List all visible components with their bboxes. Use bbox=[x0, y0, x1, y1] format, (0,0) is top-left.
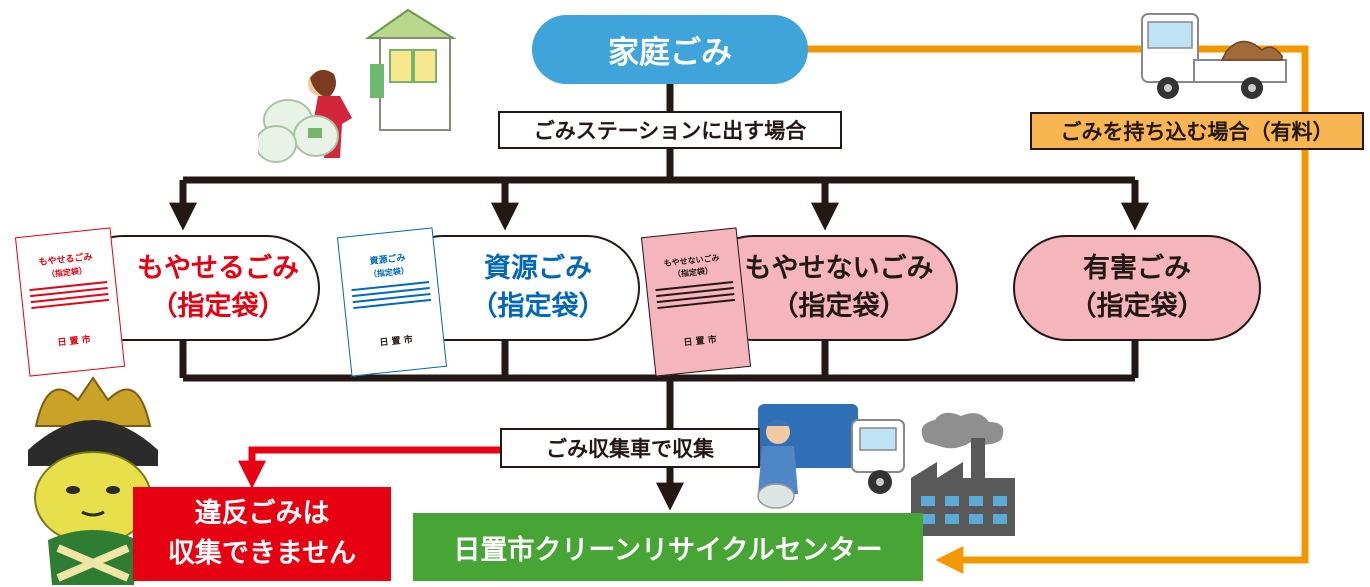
violation-line bbox=[238, 446, 500, 489]
bag-resource-city: 日 置 市 bbox=[379, 335, 414, 349]
designated-bag-resource: 資源ごみ （指定袋） 日 置 市 bbox=[336, 227, 448, 377]
category-nonburnable: もやせないごみ （指定袋） bbox=[700, 235, 958, 341]
category-burnable-name: もやせるごみ bbox=[137, 253, 299, 284]
bag-nonburnable-city: 日 置 市 bbox=[683, 335, 718, 349]
bag-burnable-city: 日 置 市 bbox=[57, 335, 92, 349]
factory-illustration bbox=[911, 412, 1015, 536]
station-label: ごみステーションに出す場合 bbox=[498, 111, 842, 149]
category-hazardous: 有害ごみ （指定袋） bbox=[1013, 235, 1261, 341]
garbage-truck-illustration bbox=[757, 404, 905, 509]
designated-bag-burnable: もやせるごみ （指定袋） 日 置 市 bbox=[14, 227, 126, 377]
collection-label: ごみ収集車で収集 bbox=[500, 428, 760, 468]
carry-in-label: ごみを持ち込む場合（有料） bbox=[1030, 112, 1364, 150]
truck-illustration bbox=[1141, 13, 1287, 99]
merge-down-lines bbox=[179, 340, 1139, 378]
category-hazardous-sub: （指定袋） bbox=[1069, 291, 1205, 322]
mascot-illustration bbox=[28, 376, 158, 585]
category-resource-sub: （指定袋） bbox=[470, 291, 606, 322]
recycle-center: 日置市クリーンリサイクルセンター bbox=[413, 513, 923, 581]
household-waste-title: 家庭ごみ bbox=[532, 15, 808, 84]
violation-line-1: 違反ごみは bbox=[194, 498, 330, 529]
category-resource-name: 資源ごみ bbox=[484, 253, 592, 284]
carry-in-route bbox=[805, 45, 1309, 574]
violation-notice: 違反ごみは 収集できません bbox=[133, 487, 391, 581]
designated-bag-nonburnable: もやせないごみ （指定袋） 日 置 市 bbox=[640, 227, 752, 377]
category-nonburnable-name: もやせないごみ bbox=[744, 253, 934, 284]
category-nonburnable-sub: （指定袋） bbox=[771, 291, 907, 322]
violation-line-2: 収集できません bbox=[167, 538, 357, 569]
category-hazardous-name: 有害ごみ bbox=[1083, 253, 1191, 284]
resident-house-illustration bbox=[258, 8, 457, 163]
category-burnable-sub: （指定袋） bbox=[150, 291, 286, 322]
